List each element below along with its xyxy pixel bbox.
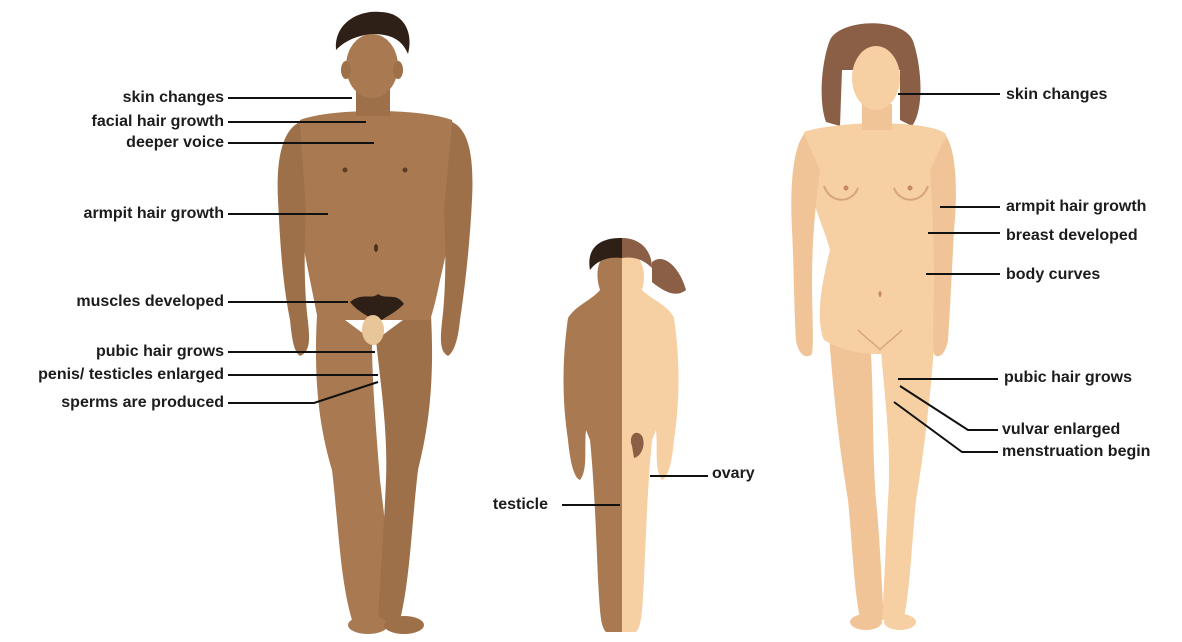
female-left-foot [850, 614, 882, 630]
male-label-deeper-voice: deeper voice [126, 134, 224, 152]
female-right-arm [930, 136, 956, 356]
female-nipple-right [908, 186, 913, 191]
female-nipple-left [844, 186, 849, 191]
male-ear-right [393, 61, 403, 79]
female-torso [804, 123, 947, 354]
child-label-ovary: ovary [712, 465, 755, 483]
child-ponytail [652, 259, 686, 294]
female-right-leg [880, 320, 936, 620]
male-right-foot [384, 616, 424, 634]
female-label-armpit-hair-growth: armpit hair growth [1006, 198, 1146, 216]
female-left-leg [828, 320, 884, 620]
male-right-leg [376, 300, 432, 622]
male-navel [374, 244, 378, 252]
male-nipple-left [343, 168, 348, 173]
male-label-facial-hair-growth: facial hair growth [92, 113, 224, 131]
male-nipple-right [403, 168, 408, 173]
female-label-breast-developed: breast developed [1006, 227, 1138, 245]
male-left-foot [348, 616, 388, 634]
male-label-sperms-produced: sperms are produced [61, 394, 224, 412]
male-label-muscles-developed: muscles developed [76, 293, 224, 311]
male-label-penis-testicles: penis/ testicles enlarged [38, 366, 224, 384]
child-figure [564, 238, 687, 632]
female-label-pubic-hair-grows: pubic hair grows [1004, 369, 1132, 387]
female-figure [791, 23, 956, 630]
female-label-body-curves: body curves [1006, 266, 1100, 284]
male-figure [278, 12, 473, 634]
female-navel [879, 291, 882, 297]
male-label-pubic-hair-grows: pubic hair grows [96, 343, 224, 361]
male-label-armpit-hair-growth: armpit hair growth [84, 205, 224, 223]
female-left-arm [791, 134, 820, 356]
female-label-vulvar-enlarged: vulvar enlarged [1002, 421, 1120, 439]
female-label-menstruation-begin: menstruation begin [1002, 443, 1150, 461]
female-label-skin-changes: skin changes [1006, 86, 1107, 104]
male-head [346, 34, 398, 98]
male-label-skin-changes: skin changes [123, 89, 224, 107]
child-label-testicle: testicle [493, 496, 548, 514]
male-genitals [362, 315, 384, 345]
female-head [852, 46, 900, 110]
male-ear-left [341, 61, 351, 79]
child-right-half [622, 248, 679, 632]
child-left-half [564, 248, 623, 632]
female-right-foot [884, 614, 916, 630]
